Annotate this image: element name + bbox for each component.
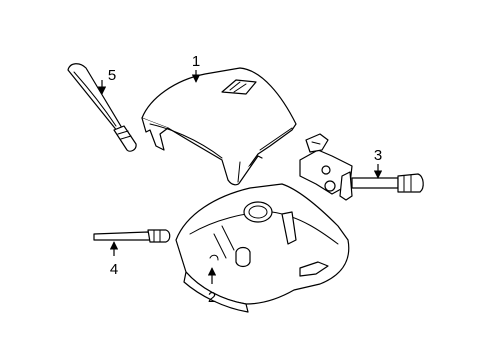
callout-2-label: 2 (208, 289, 216, 306)
callout-3: 3 (373, 147, 383, 179)
part-5-lever (67, 63, 137, 152)
callout-1-label: 1 (192, 53, 200, 70)
callout-5: 5 (97, 67, 116, 95)
part-3-switch (299, 133, 424, 201)
callout-3-label: 3 (374, 147, 382, 164)
callout-5-label: 5 (108, 67, 116, 84)
callout-4: 4 (109, 241, 119, 278)
callout-4-label: 4 (110, 261, 118, 278)
part-1-upper-shroud (141, 67, 297, 186)
callout-2: 2 (207, 267, 217, 306)
callout-1: 1 (191, 53, 201, 83)
part-2-lower-shroud (175, 183, 350, 313)
part-4-stalk (93, 229, 171, 243)
